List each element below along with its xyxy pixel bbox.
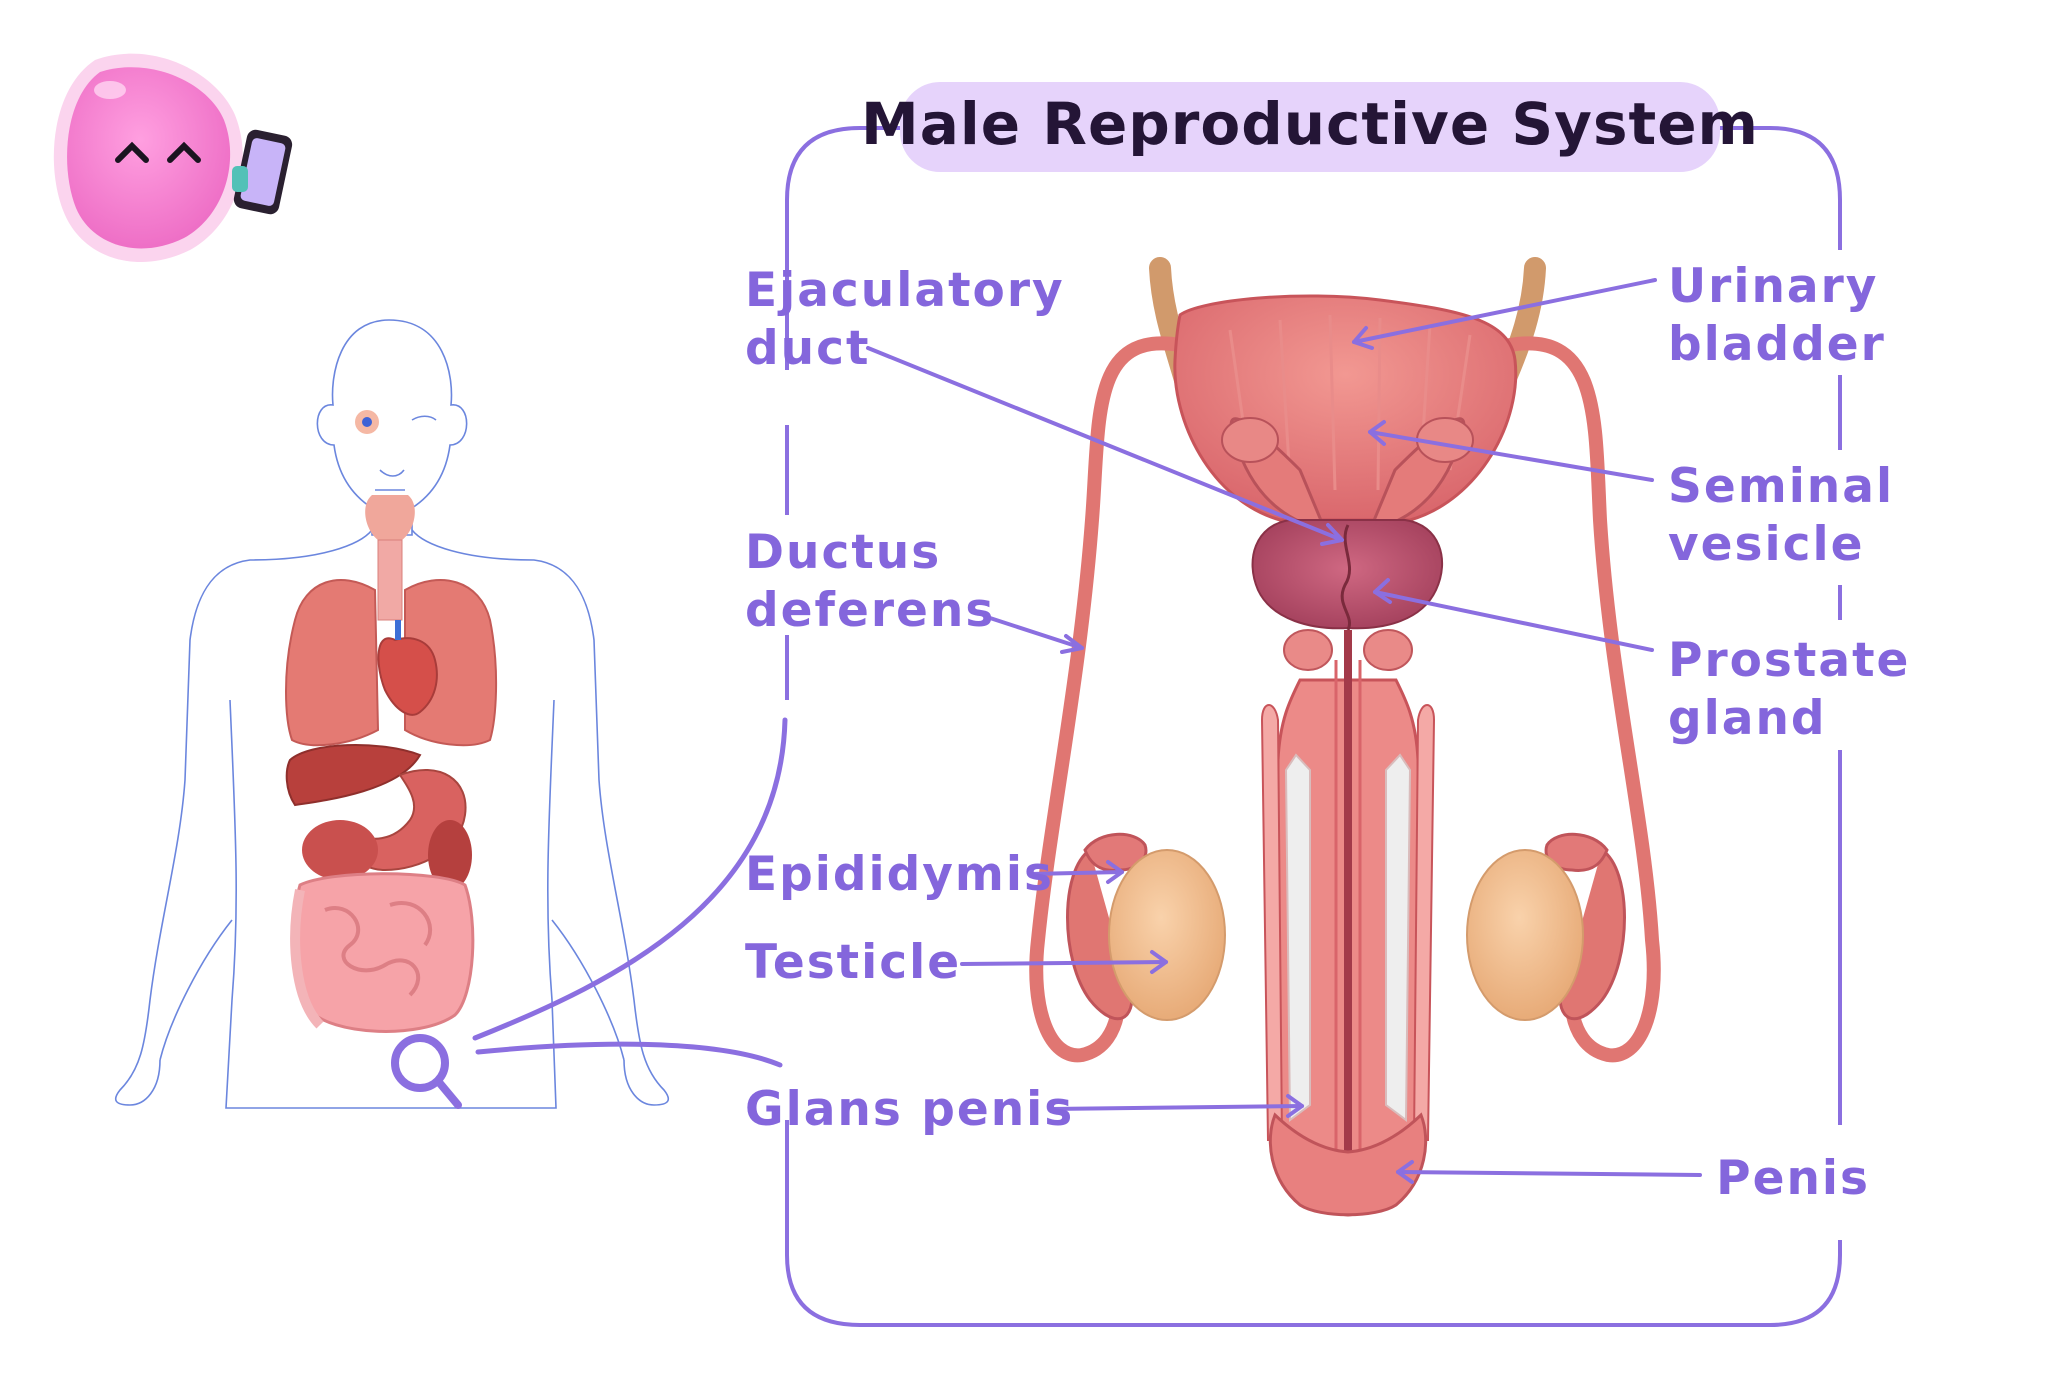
label-ductus-deferens-1: Ductus <box>745 525 941 580</box>
label-testicle: Testicle <box>745 935 961 990</box>
label-seminal-vesicle-2: vesicle <box>1668 517 1864 572</box>
labels: Ejaculatory duct Ductus deferens Epididy… <box>745 259 1910 1206</box>
reproductive-anatomy <box>1029 257 1661 1217</box>
label-seminal-vesicle-1: Seminal <box>1668 459 1894 514</box>
magnifier-icon <box>391 1034 462 1109</box>
phone-icon <box>232 129 293 215</box>
label-penis: Penis <box>1716 1151 1870 1206</box>
label-glans-penis: Glans penis <box>745 1082 1074 1137</box>
zoom-connector <box>472 717 788 1068</box>
label-epididymis: Epididymis <box>745 847 1054 902</box>
organs <box>285 495 498 1033</box>
mascot-icon <box>53 53 243 263</box>
title-banner: Male Reproductive System <box>861 82 1759 172</box>
pointer-lines <box>866 278 1702 1184</box>
eye-icon <box>355 410 379 434</box>
label-prostate-gland-2: gland <box>1668 691 1827 746</box>
label-ejaculatory-duct-2: duct <box>745 321 870 376</box>
label-ejaculatory-duct-1: Ejaculatory <box>745 263 1065 318</box>
label-urinary-bladder-2: bladder <box>1668 317 1886 372</box>
label-ductus-deferens-2: deferens <box>745 583 995 638</box>
label-prostate-gland-1: Prostate <box>1668 633 1910 688</box>
page-title: Male Reproductive System <box>861 90 1759 158</box>
label-urinary-bladder-1: Urinary <box>1668 259 1878 314</box>
diagram-frame <box>785 126 1842 1327</box>
